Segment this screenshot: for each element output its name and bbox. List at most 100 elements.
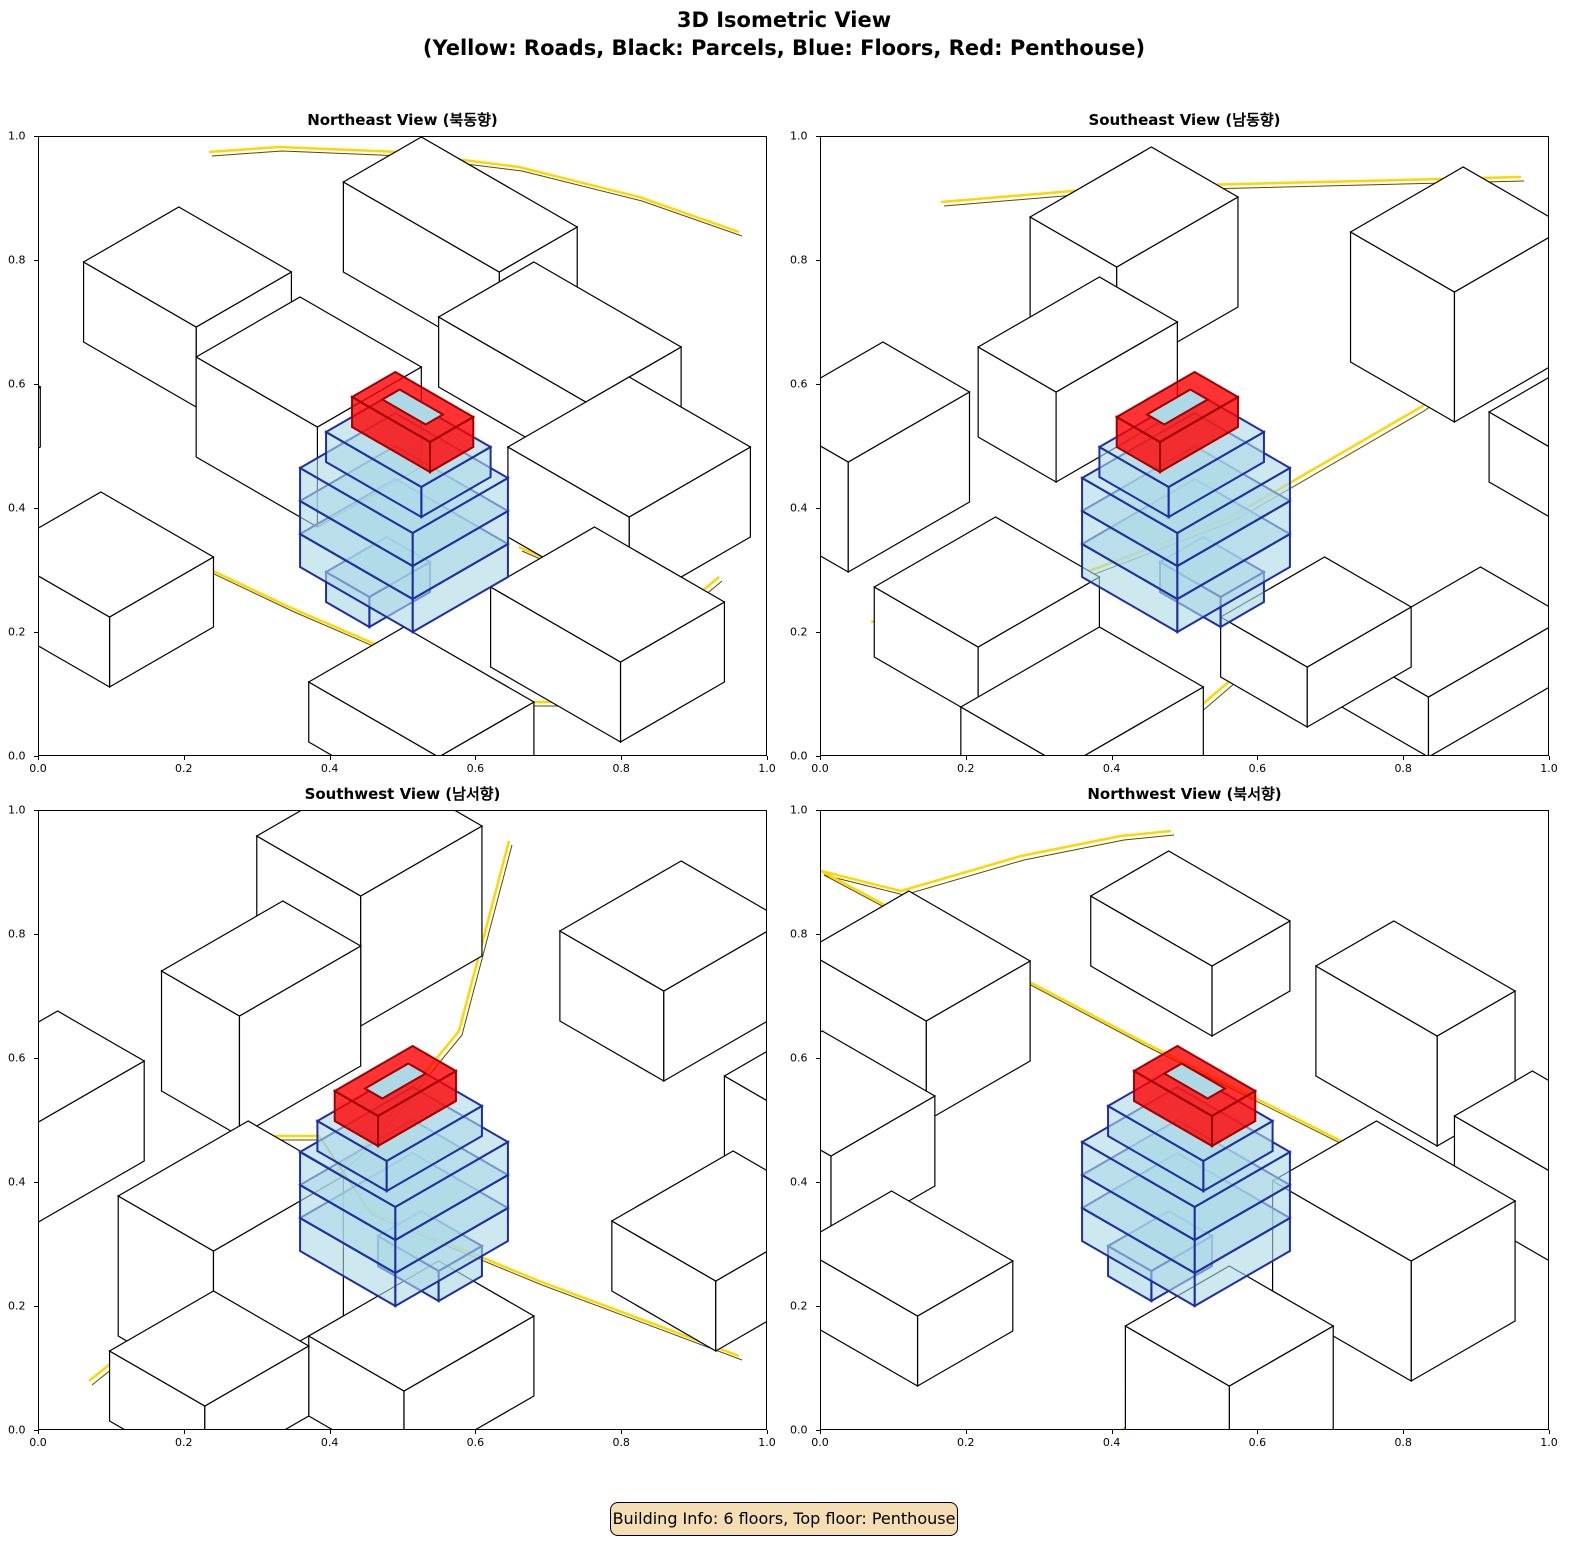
y-tick-mark xyxy=(34,632,38,633)
x-tick-label: 0.8 xyxy=(1394,762,1412,775)
parcel-building-top xyxy=(723,1051,766,1101)
x-tick-mark xyxy=(1111,1430,1113,1434)
x-tick-mark xyxy=(329,1430,331,1434)
x-tick-mark xyxy=(475,756,477,760)
parcel-building-top xyxy=(558,860,766,992)
y-tick-label: 1.0 xyxy=(790,129,808,143)
x-tick-label: 0.6 xyxy=(1248,762,1267,775)
y-tick-label: 1.0 xyxy=(8,129,26,143)
y-tick-mark xyxy=(34,508,38,509)
x-tick-mark xyxy=(820,756,821,760)
x-tick-mark xyxy=(38,756,39,760)
parcel-building-top xyxy=(1028,146,1240,268)
x-tick-label: 0.4 xyxy=(1102,762,1121,775)
y-tick-label: 0.0 xyxy=(790,749,808,763)
penthouse-courtyard xyxy=(1162,1062,1227,1100)
isometric-scene xyxy=(821,146,1548,755)
scene-clip xyxy=(39,811,766,1429)
y-tick-mark xyxy=(34,1306,38,1307)
x-tick-mark xyxy=(1403,756,1405,760)
parcel-building-top xyxy=(160,900,362,1017)
isometric-scene xyxy=(39,137,752,755)
y-tick-label: 0.8 xyxy=(8,927,26,941)
parcel-building-top xyxy=(39,385,42,389)
x-tick-label: 0.4 xyxy=(320,1436,339,1449)
parcel-building-top xyxy=(821,341,971,463)
x-tick-label: 0.4 xyxy=(1102,1436,1121,1449)
y-tick-label: 0.8 xyxy=(790,253,808,267)
title-line-2: (Yellow: Roads, Black: Parcels, Blue: Fl… xyxy=(422,36,1146,60)
axes xyxy=(820,136,1549,756)
axes xyxy=(38,810,767,1430)
parcel-building-face xyxy=(39,1059,145,1223)
y-tick-label: 0.6 xyxy=(8,1051,26,1065)
y-tick-mark xyxy=(816,934,820,935)
parcel-building-top xyxy=(255,811,484,897)
panel-title: Southeast View (남동향) xyxy=(1088,111,1281,129)
y-tick-mark xyxy=(816,1058,820,1059)
parcel-building-top xyxy=(489,526,726,663)
x-tick-label: 0.6 xyxy=(466,1436,485,1449)
y-tick-mark xyxy=(816,1430,820,1431)
penthouse-courtyard xyxy=(1145,388,1210,426)
x-tick-mark xyxy=(475,1430,477,1434)
y-tick-mark xyxy=(34,1058,38,1059)
x-tick-label: 0.6 xyxy=(1248,1436,1267,1449)
y-tick-label: 0.6 xyxy=(790,377,808,391)
parcel-building-top xyxy=(821,1190,1014,1317)
scene-clip xyxy=(39,137,752,755)
y-tick-label: 0.8 xyxy=(790,927,808,941)
parcel-building-top xyxy=(506,376,752,518)
parcel-building-top xyxy=(821,890,1032,1022)
parcel-building-top xyxy=(1271,1120,1517,1262)
y-tick-label: 0.2 xyxy=(8,1299,26,1313)
y-tick-label: 0.2 xyxy=(790,1299,808,1313)
parcel-building-top xyxy=(342,137,579,273)
scene-clip xyxy=(821,146,1548,755)
parcel-building-top xyxy=(82,206,293,328)
x-tick-mark xyxy=(767,1430,768,1434)
x-tick-mark xyxy=(965,1430,967,1434)
panel-title: Southwest View (남서향) xyxy=(304,785,501,803)
y-tick-label: 0.4 xyxy=(790,1175,808,1189)
title-line-1: 3D Isometric View xyxy=(676,8,892,32)
y-tick-mark xyxy=(34,810,38,811)
parcel-building-top xyxy=(976,276,1179,393)
x-tick-mark xyxy=(965,756,967,760)
panel-title: Northeast View (북동향) xyxy=(307,111,498,129)
y-tick-label: 0.6 xyxy=(790,1051,808,1065)
x-tick-mark xyxy=(1257,1430,1259,1434)
x-tick-label: 0.0 xyxy=(29,762,47,775)
parcel-building-top xyxy=(307,626,536,755)
y-tick-mark xyxy=(816,384,820,385)
y-tick-mark xyxy=(34,1182,38,1183)
x-tick-mark xyxy=(38,1430,39,1434)
y-tick-mark xyxy=(816,756,820,757)
y-tick-mark xyxy=(816,632,820,633)
x-tick-mark xyxy=(329,756,331,760)
isometric-scene xyxy=(821,829,1548,1429)
x-tick-mark xyxy=(1257,756,1259,760)
parcel-building-top xyxy=(1487,377,1548,447)
x-tick-mark xyxy=(1549,1430,1550,1434)
x-tick-mark xyxy=(1111,756,1113,760)
x-tick-label: 1.0 xyxy=(758,762,776,775)
x-tick-label: 1.0 xyxy=(758,1436,776,1449)
x-tick-mark xyxy=(1549,756,1550,760)
y-tick-label: 0.4 xyxy=(8,501,26,515)
x-tick-mark xyxy=(621,756,623,760)
y-tick-mark xyxy=(34,1430,38,1431)
parcel-building-top xyxy=(39,491,215,618)
parcel-building-top xyxy=(1314,920,1517,1037)
parcel-building-top xyxy=(1089,850,1292,967)
x-tick-label: 0.2 xyxy=(175,1436,193,1449)
parcel-building-top xyxy=(610,1150,766,1282)
y-tick-mark xyxy=(34,384,38,385)
parcel-building-top xyxy=(873,516,1101,648)
figure-title: 3D Isometric View (Yellow: Roads, Black:… xyxy=(0,6,1568,62)
parcel-building-top xyxy=(959,626,1205,755)
x-tick-label: 0.8 xyxy=(1394,1436,1412,1449)
